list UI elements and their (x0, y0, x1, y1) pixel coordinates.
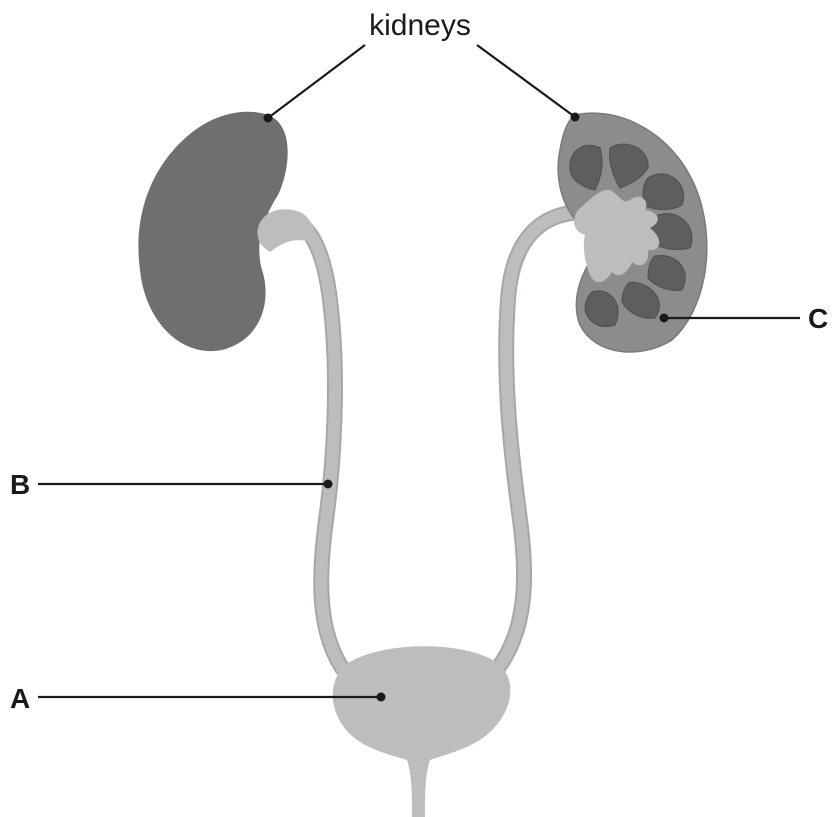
label-kidneys: kidneys (369, 9, 471, 42)
b-leader-dot (324, 480, 333, 489)
kidneys-leader-left (268, 45, 365, 118)
label-a: A (10, 683, 30, 714)
bladder (333, 646, 511, 817)
a-leader-dot (377, 693, 386, 702)
label-b: B (10, 469, 30, 500)
kidneys-leader-left-dot (264, 114, 273, 123)
kidneys-leader-right-dot (571, 113, 580, 122)
right-ureter-core (498, 212, 585, 668)
leader-lines (38, 45, 800, 702)
label-c: C (808, 303, 828, 334)
left-ureter-core (268, 218, 342, 668)
kidneys-leader-right (477, 45, 575, 117)
c-leader-dot (660, 314, 669, 323)
